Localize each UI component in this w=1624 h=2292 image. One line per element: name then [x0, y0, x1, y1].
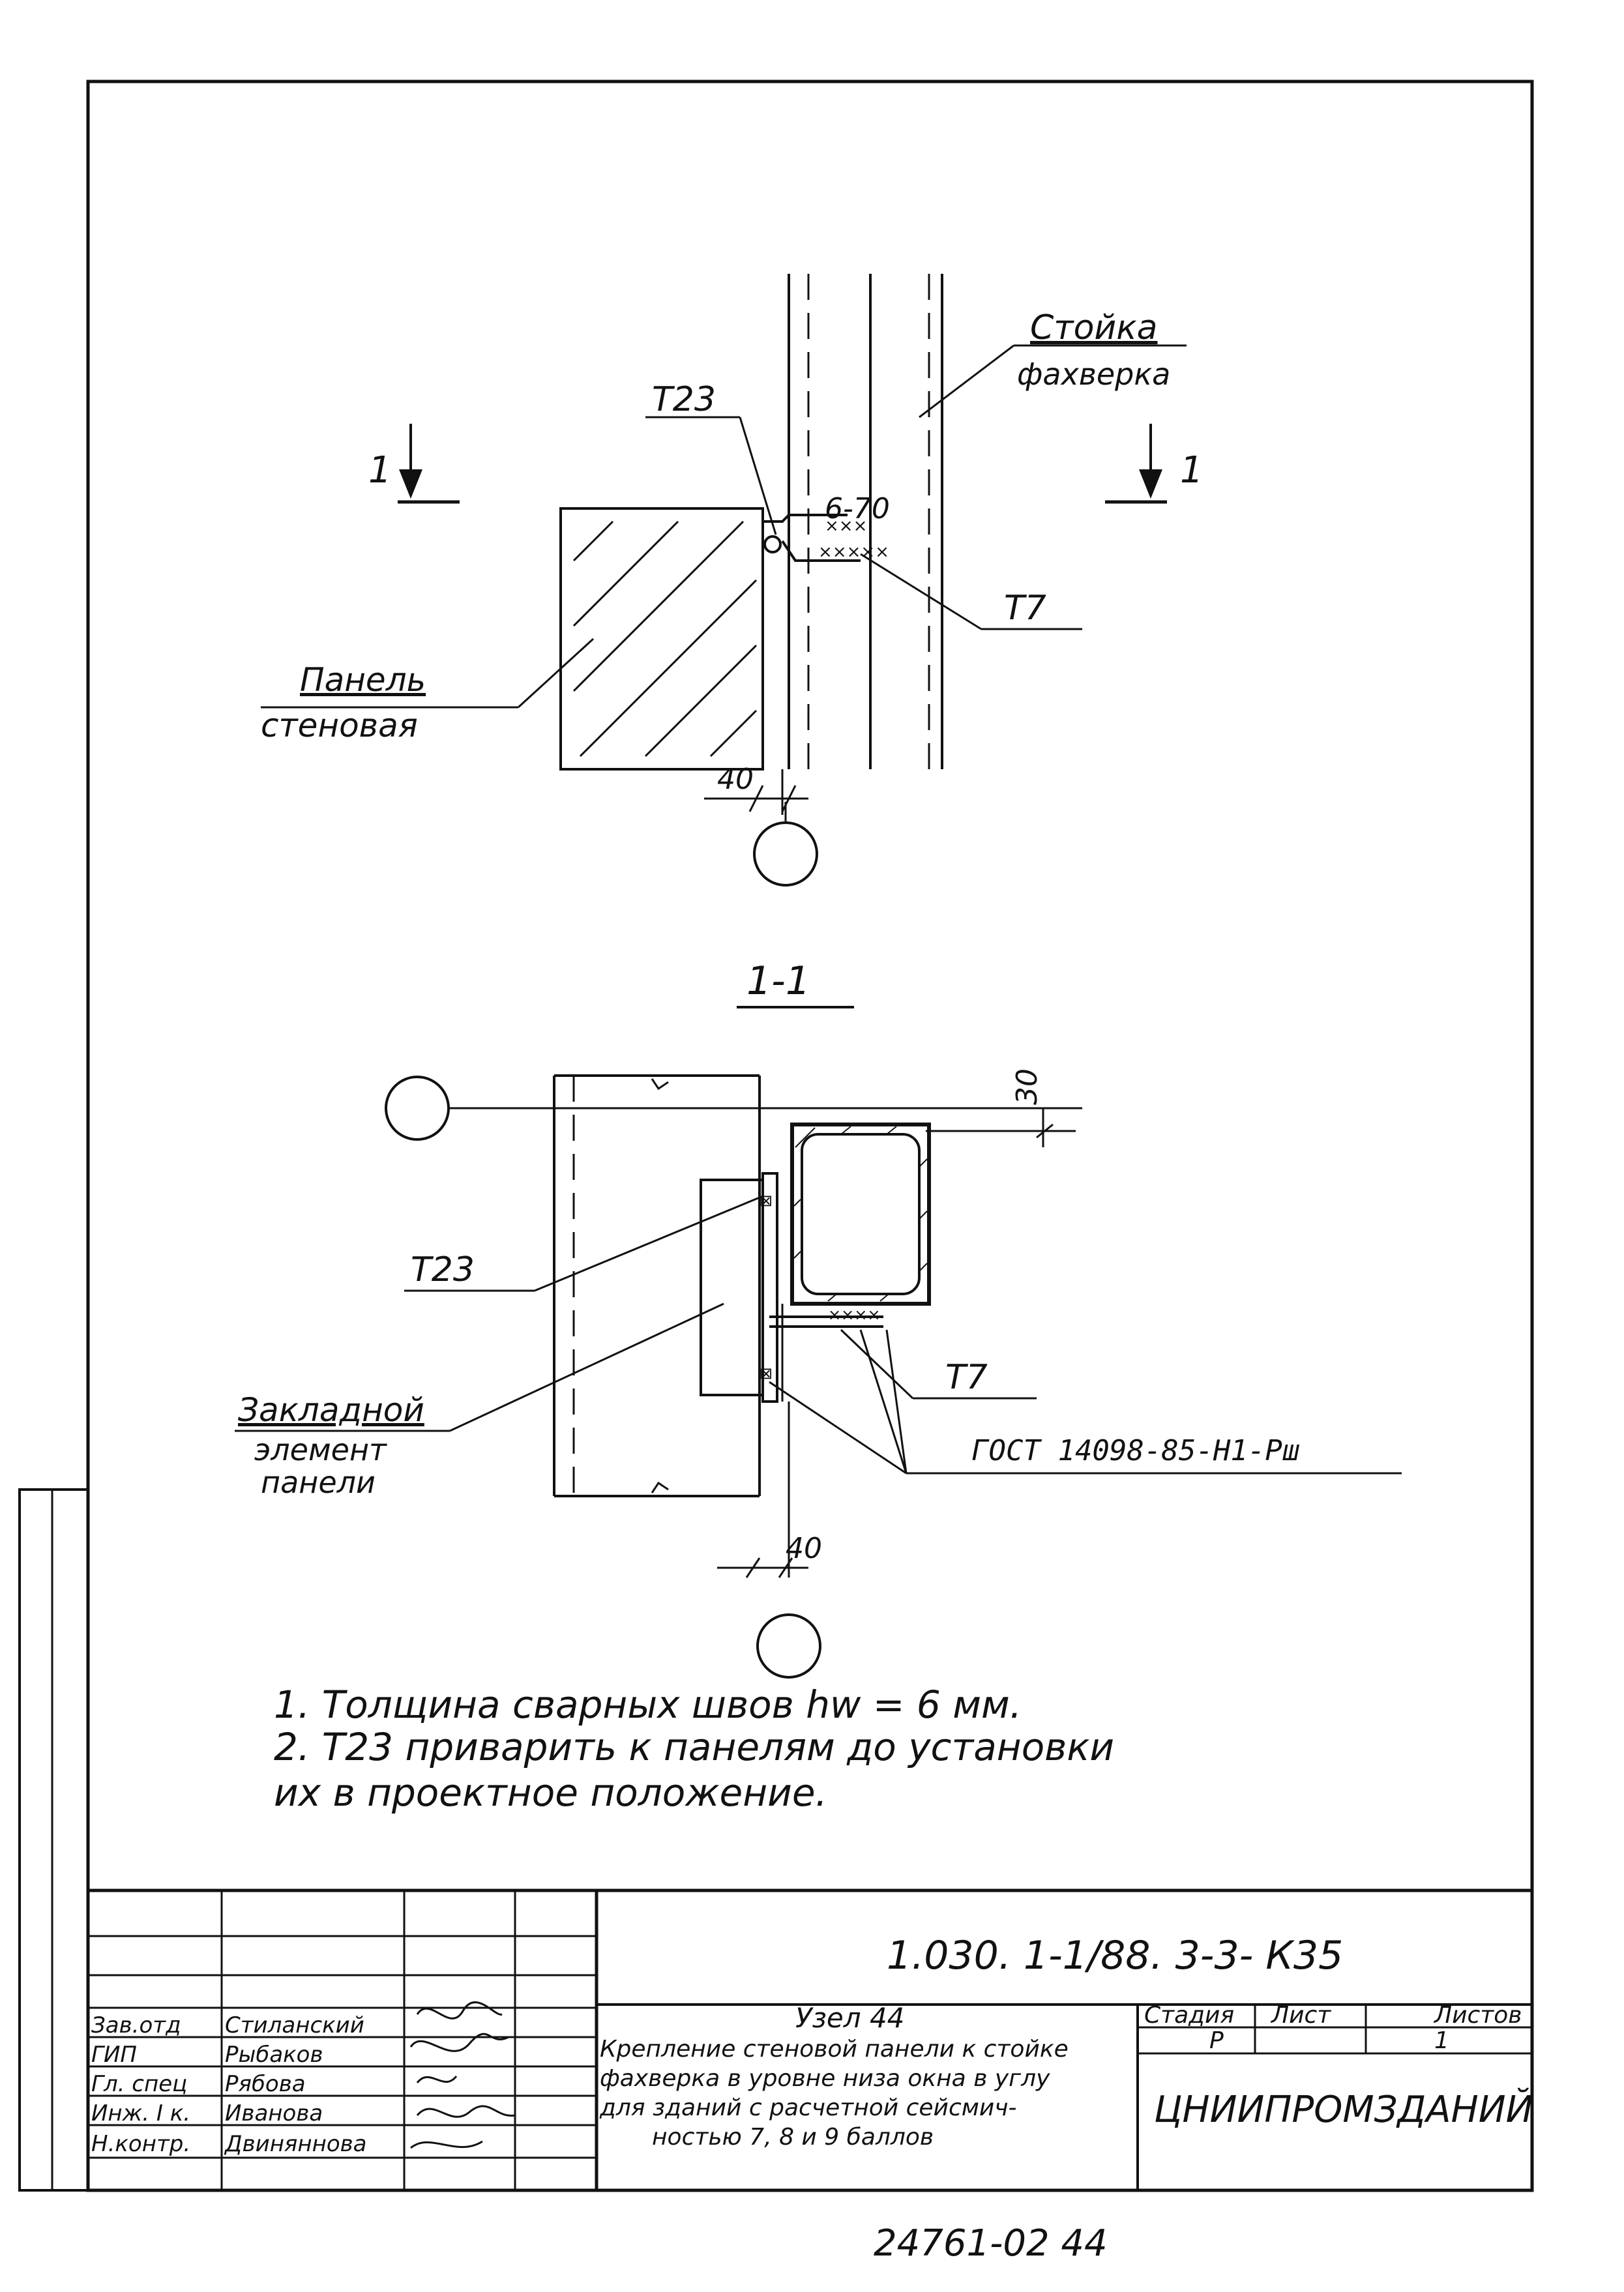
embed-plate: [700, 1179, 764, 1396]
note-2: 2. Т23 приварить к панелям до установки: [274, 1725, 1114, 1769]
title-block: 1.030. 1-1/88. 3-3- К35 Узел 44 Креплени…: [86, 1888, 1534, 2192]
dim-30: 30: [1011, 1068, 1044, 1105]
axis-bubble-upper: [753, 821, 818, 887]
drawing-code: 1.030. 1-1/88. 3-3- К35: [887, 1933, 1343, 1978]
archive-number: 24761-02 44: [874, 2222, 1108, 2265]
svg-text:×××: ×××: [825, 516, 867, 536]
margin-strip: [18, 1488, 89, 2192]
label-embed-3: панели: [261, 1465, 376, 1500]
label-column: Стойка: [1030, 308, 1157, 347]
section-mark-right: 1: [1180, 449, 1203, 492]
wall-panel: [559, 507, 764, 771]
name-5: Двиняннова: [224, 2131, 367, 2157]
desc-line-2: фахверка в уровне низа окна в углу: [600, 2065, 1050, 2092]
dim-40-upper: 40: [717, 763, 754, 796]
role-3: Гл. спец: [91, 2071, 187, 2097]
desc-line-4: ностью 7, 8 и 9 баллов: [652, 2124, 934, 2151]
upper-t7: Т7: [1004, 589, 1046, 628]
role-5: Н.контр.: [91, 2131, 190, 2157]
label-embed-2: элемент: [254, 1432, 387, 1467]
name-2: Рыбаков: [225, 2042, 323, 2068]
role-4: Инж. I к.: [91, 2100, 190, 2126]
svg-text:⊠: ⊠: [760, 1192, 773, 1210]
label-panel-2: стеновая: [261, 707, 418, 744]
section-view: 1-1 30: [235, 958, 1402, 1679]
organization: ЦНИИПРОМЗДАНИЙ: [1154, 2089, 1533, 2131]
note-3: их в проектное положение.: [274, 1770, 827, 1815]
section-t7: Т7: [945, 1358, 988, 1397]
weld-note: 6-70: [825, 492, 890, 525]
svg-text:⊠: ⊠: [760, 1364, 773, 1383]
label-embed: Закладной: [238, 1391, 424, 1429]
axis-bubble-section: [385, 1076, 450, 1141]
role-2: ГИП: [91, 2042, 137, 2068]
gost-label: ГОСТ 14098-85-Н1-Рш: [971, 1434, 1300, 1467]
node-title: Узел 44: [795, 2002, 904, 2034]
column-profile: [790, 1123, 931, 1306]
val-stage: Р: [1209, 2027, 1224, 2054]
name-1: Стиланский: [225, 2012, 364, 2038]
signatures: [409, 2001, 516, 2149]
hdr-sheets: Листов: [1433, 2002, 1522, 2029]
svg-text:××××: ××××: [828, 1306, 880, 1324]
section-t23: Т23: [411, 1250, 475, 1289]
dim-40-section: 40: [786, 1532, 822, 1565]
section-mark-left: 1: [368, 449, 392, 492]
hdr-stage: Стадия: [1144, 2002, 1234, 2029]
note-1: 1. Толщина сварных швов hw = 6 мм.: [274, 1682, 1022, 1727]
role-1: Зав.отд: [91, 2012, 181, 2038]
section-title: 1-1: [746, 958, 810, 1004]
name-4: Иванова: [225, 2100, 323, 2126]
notes: 1. Толщина сварных швов hw = 6 мм. 2. Т2…: [274, 1682, 1114, 1815]
axis-bubble-bottom: [756, 1613, 821, 1679]
val-sheets: 1: [1434, 2027, 1449, 2054]
desc-line-3: для зданий с расчетной сейсмич-: [599, 2094, 1017, 2121]
name-3: Рябова: [225, 2071, 306, 2097]
panel-hatching: [572, 520, 758, 757]
desc-line-1: Крепление стеновой панели к стойке: [600, 2036, 1069, 2063]
upper-view: ××× ××××× 40 1 1 Стойка фахверка Т23 6-7…: [261, 274, 1203, 887]
label-panel: Панель: [300, 661, 426, 699]
hdr-sheet: Лист: [1270, 2002, 1331, 2029]
upper-t23: Т23: [652, 380, 716, 419]
svg-text:×××××: ×××××: [818, 542, 889, 562]
label-column-2: фахверка: [1017, 357, 1170, 392]
